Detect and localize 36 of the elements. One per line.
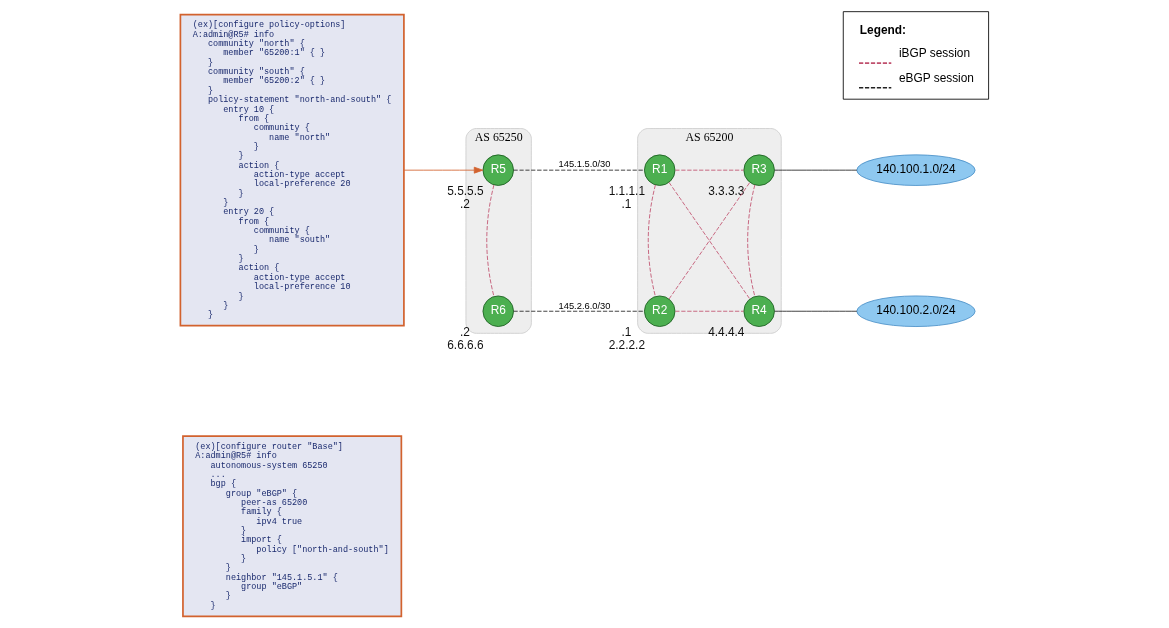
node-label: 6.6.6.6 xyxy=(447,337,484,352)
node-box: (ex)[configure router "Base"] A:admin@R5# info autonomous-system 65250 ... bgp { group "eBGP" { peer-as 65200 family { ipv4 true } import { policy ["north-and-south"] } } neighbor "145.1.5.1" { group "eBGP" } } xyxy=(182,435,403,618)
node-label: .1 xyxy=(621,325,632,340)
node-circle: R3 xyxy=(743,154,775,186)
node-circle: R5 xyxy=(482,154,514,186)
connector xyxy=(675,169,745,171)
legend-label: iBGP session xyxy=(898,46,971,61)
edge-label: 145.1.5.0/30 xyxy=(558,159,611,170)
node-circle: R4 xyxy=(743,295,775,327)
connector xyxy=(774,310,858,312)
node-label: 1.1.1.1 xyxy=(608,183,646,198)
connector xyxy=(668,182,751,300)
connector xyxy=(513,169,645,171)
connector xyxy=(774,169,858,171)
node-label: .1 xyxy=(621,196,632,211)
node-label: 5.5.5.5 xyxy=(447,183,484,198)
edge-label: 145.2.6.0/30 xyxy=(558,300,611,311)
connector xyxy=(747,184,756,297)
node-label: .2 xyxy=(460,196,470,211)
legend-label: eBGP session xyxy=(898,70,974,85)
label: Legend: xyxy=(859,22,907,37)
node-label: .2 xyxy=(460,325,470,340)
connector xyxy=(513,310,645,312)
node-label: 2.2.2.2 xyxy=(608,337,646,352)
node-box: (ex)[configure policy-options] A:admin@R5# info community "north" { member "65200:1" { } } community "south" { member "65200:2" { } } policy-statement "north-and-south" { entry 10 { from { community { name "north" } } action { action-type accept local-preference 20 } } entry 20 { from { community { name "south" } } action { action-type accept local-preference 10 } } } xyxy=(179,13,405,327)
connector xyxy=(486,184,495,297)
arrow xyxy=(403,166,484,174)
node-circle: R6 xyxy=(482,295,514,327)
node-circle: R1 xyxy=(644,154,676,186)
connector xyxy=(647,184,656,297)
node-circle: R2 xyxy=(644,295,676,327)
node-label: 4.4.4.4 xyxy=(708,325,745,340)
connector xyxy=(675,310,745,312)
node-ellipse: 140.100.2.0/24 xyxy=(856,295,976,327)
node-label: 3.3.3.3 xyxy=(708,183,745,198)
node-ellipse: 140.100.1.0/24 xyxy=(856,154,976,186)
